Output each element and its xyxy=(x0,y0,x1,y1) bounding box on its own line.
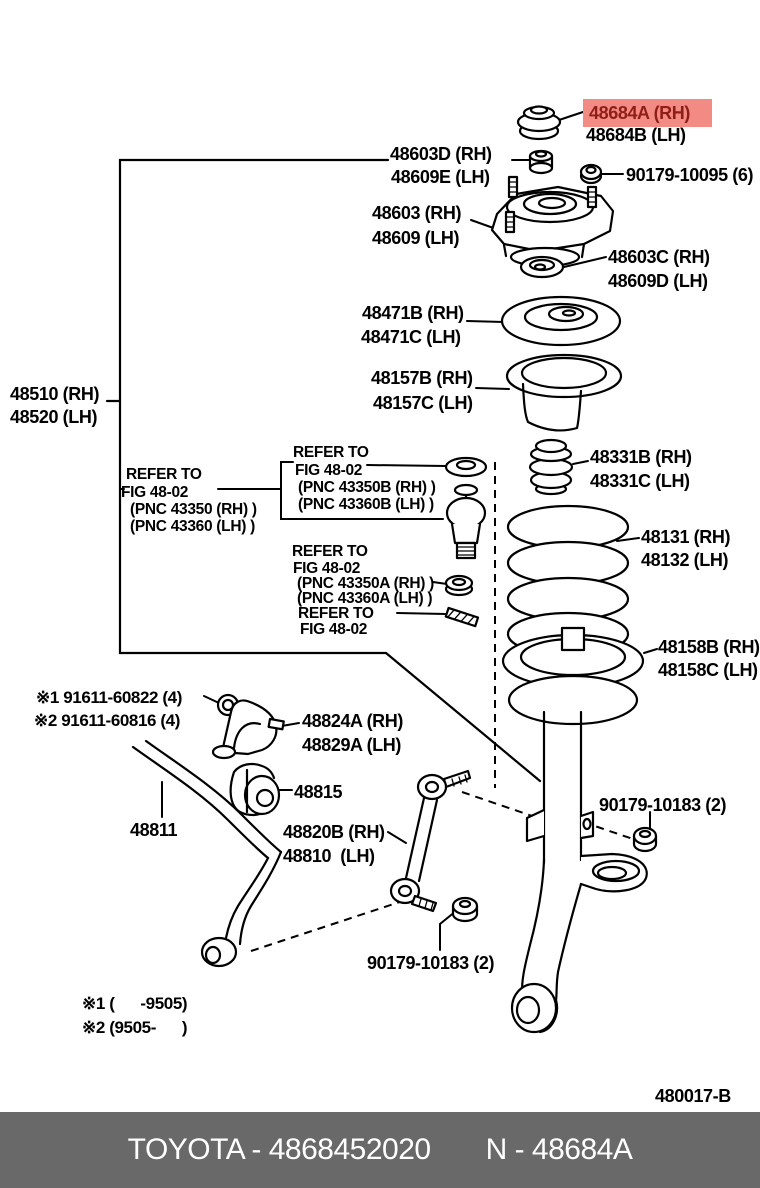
washer-48603c-drawing xyxy=(519,255,565,279)
refer-block1-line2: FIG 48-02 xyxy=(121,484,189,501)
bracket-48824a-drawing xyxy=(211,693,285,760)
refer-block1-line4: (PNC 43360 (LH) ) xyxy=(130,518,255,535)
part-label-48829a-lh: 48829A (LH) xyxy=(302,735,401,755)
part-label-48603c-rh: 48603C (RH) xyxy=(608,247,710,267)
support-48603-drawing xyxy=(490,175,615,268)
castle-nut-43350a-drawing xyxy=(444,574,474,597)
refer-block2-line4: (PNC 43360B (LH) ) xyxy=(298,496,434,513)
refer-block3-line4: (PNC 43360A (LH) ) xyxy=(297,590,433,607)
dust-seal-48471b-drawing xyxy=(500,295,622,347)
refer-block1-line3: (PNC 43350 (RH) ) xyxy=(130,501,257,518)
part-label-48331b-rh: 48331B (RH) xyxy=(590,447,692,467)
part-label-90179-10183-bottom: 90179-10183 (2) xyxy=(367,953,495,973)
spring-seat-48158b-drawing xyxy=(501,626,645,726)
footer-catalog-part-number: N - 48684A xyxy=(485,1133,633,1166)
refer-block3-line3: (PNC 43350A (RH) ) xyxy=(297,575,434,592)
part-label-48609d-lh: 48609D (LH) xyxy=(608,271,708,291)
part-label-48520-lh: 48520 (LH) xyxy=(10,407,98,427)
part-label-48609-lh: 48609 (LH) xyxy=(372,228,460,248)
part-label-48815: 48815 xyxy=(294,782,343,802)
part-label-48158b-rh: 48158B (RH) xyxy=(658,637,760,657)
spring-insulator-48157b-drawing xyxy=(505,353,623,432)
nut-48603d-drawing xyxy=(528,149,554,175)
strut-body-drawing xyxy=(510,710,648,1034)
applicability-note-2: ※2 (9505- ) xyxy=(82,1018,188,1037)
refer-block2-line1: REFER TO xyxy=(293,444,369,461)
part-label-91611-60822: ※1 91611-60822 (4) xyxy=(36,688,182,707)
refer-block4-line1: REFER TO xyxy=(298,605,374,622)
part-label-48684a-rh-highlighted[interactable]: 48684A (RH) xyxy=(583,99,712,127)
part-label-90179-10095: 90179-10095 (6) xyxy=(626,165,754,185)
balljoint-drawing xyxy=(445,483,487,560)
footer-brand-part-number: TOYOTA - 4868452020 xyxy=(127,1133,431,1166)
part-label-48157b-rh: 48157B (RH) xyxy=(371,368,473,388)
part-label-48157c-lh: 48157C (LH) xyxy=(373,393,473,413)
bumper-48331b-drawing xyxy=(528,438,574,496)
balljoint-washer-drawing xyxy=(444,456,488,478)
part-label-48824a-rh: 48824A (RH) xyxy=(302,711,403,731)
refer-block3-line1: REFER TO xyxy=(292,543,368,560)
part-label-48609e-lh: 48609E (LH) xyxy=(391,167,490,187)
part-label-91611-60816: ※2 91611-60816 (4) xyxy=(34,711,180,730)
part-label-48471b-rh: 48471B (RH) xyxy=(362,303,464,323)
part-label-48158c-lh: 48158C (LH) xyxy=(658,660,758,680)
refer-block2-line2: FIG 48-02 xyxy=(295,462,363,479)
part-label-48510-rh: 48510 (RH) xyxy=(10,384,100,404)
part-label-48132-lh: 48132 (LH) xyxy=(641,550,729,570)
applicability-note-1: ※1 ( -9505) xyxy=(82,994,188,1013)
stabilizer-link-48820b-drawing xyxy=(389,769,472,913)
nut-90179-10183-bottom-drawing xyxy=(451,896,479,923)
part-label-48820b-rh: 48820B (RH) xyxy=(283,822,385,842)
part-label-48684b-lh: 48684B (LH) xyxy=(586,125,686,145)
dust-cap-48684-drawing xyxy=(516,105,562,141)
bushing-48815-drawing xyxy=(229,762,281,817)
refer-block1-line1: REFER TO xyxy=(126,466,202,483)
part-label-48810-lh: 48810 (LH) xyxy=(283,846,375,866)
leader-lines xyxy=(119,111,658,951)
nut-90179-10095-drawing xyxy=(579,163,603,185)
part-label-48603d-rh: 48603D (RH) xyxy=(390,144,492,164)
dashed-lines xyxy=(250,462,634,952)
cotter-pin-drawing xyxy=(444,606,480,628)
refer-block4-line2: FIG 48-02 xyxy=(300,621,368,638)
part-label-48471c-lh: 48471C (LH) xyxy=(361,327,461,347)
part-label-48131-rh: 48131 (RH) xyxy=(641,527,731,547)
refer-block3-line2: FIG 48-02 xyxy=(293,560,361,577)
part-label-90179-10183-right: 90179-10183 (2) xyxy=(599,795,727,815)
part-label-48811: 48811 xyxy=(130,820,178,840)
drawing-number: 480017-B xyxy=(655,1086,731,1106)
bracket-lines xyxy=(105,158,542,783)
part-label-48603-rh: 48603 (RH) xyxy=(372,203,462,223)
part-label-48331c-lh: 48331C (LH) xyxy=(590,471,690,491)
footer-bar: TOYOTA - 4868452020 N - 48684A xyxy=(0,1112,760,1188)
refer-block2-line3: (PNC 43350B (RH) ) xyxy=(298,479,436,496)
nut-90179-10183-right-drawing xyxy=(632,826,658,853)
